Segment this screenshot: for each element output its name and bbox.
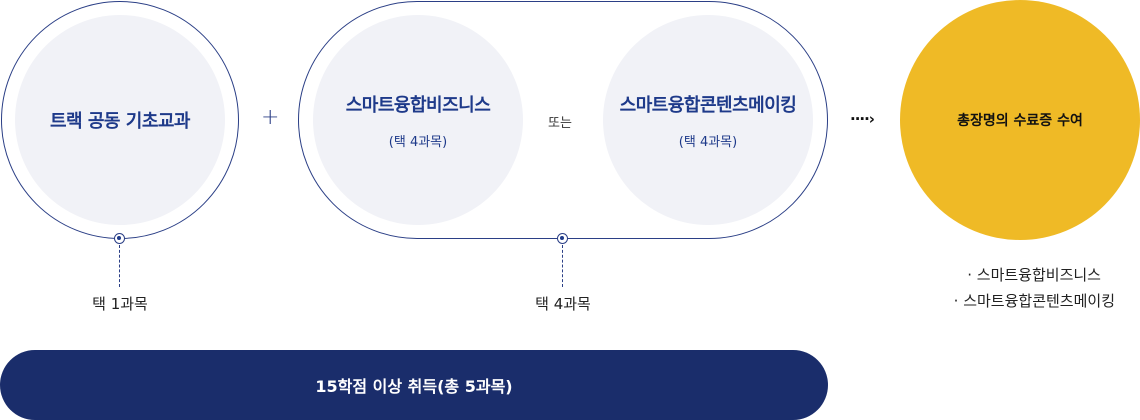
certificate-list: · 스마트융합비즈니스 · 스마트융합콘텐츠메이킹 [900,262,1115,314]
major-option-a-sub: (택 4과목) [388,134,448,150]
major-option-a-title: 스마트융합비즈니스 [345,94,491,116]
major-option-b-sub: (택 4과목) [678,134,738,150]
certificate-circle: 총장명의 수료증 수여 [900,0,1140,240]
track-common-title: 트랙 공동 기초교과 [49,111,191,132]
track-common-marker-icon [114,233,125,244]
major-option-b-title: 스마트융합콘텐츠메이킹 [619,94,797,116]
track-common-connector [119,245,120,287]
certificate-list-item: · 스마트융합콘텐츠메이킹 [953,292,1115,310]
major-option-b-circle: 스마트융합콘텐츠메이킹 (택 4과목) [603,15,813,225]
major-option-a-circle: 스마트융합비즈니스 (택 4과목) [313,15,523,225]
summary-bar: 15학점 이상 취득(총 5과목) [0,350,828,420]
dotted-arrow-icon: ····› [850,110,875,128]
track-common-requirement: 택 1과목 [92,295,148,313]
certificate-list-item: · 스마트융합비즈니스 [967,266,1101,284]
plus-icon: + [261,105,280,130]
or-label: 또는 [548,116,572,131]
majors-connector [562,245,563,287]
majors-marker-icon [557,233,568,244]
certificate-title: 총장명의 수료증 수여 [957,113,1083,129]
track-common-circle: 트랙 공동 기초교과 [15,15,225,225]
majors-requirement: 택 4과목 [535,295,591,313]
summary-label: 15학점 이상 취득(총 5과목) [315,377,513,396]
